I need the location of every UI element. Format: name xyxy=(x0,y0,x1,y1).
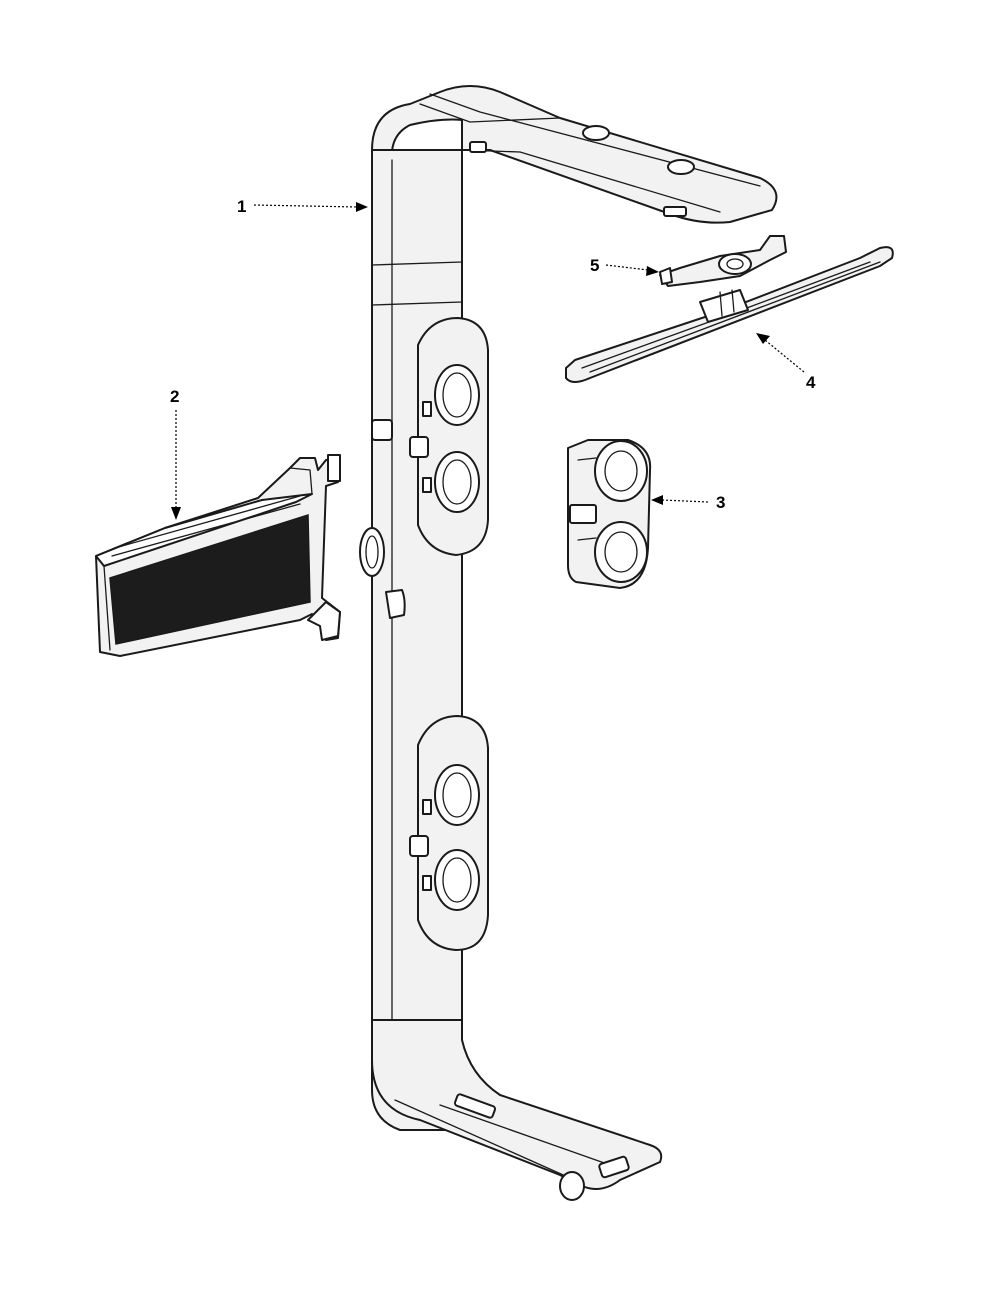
callout-1-label: 1 xyxy=(237,197,246,216)
callout-3-label: 3 xyxy=(716,493,725,512)
lower-spray-housing xyxy=(409,715,489,951)
part-2-filter-assembly[interactable] xyxy=(95,454,341,657)
callout-5: 5 xyxy=(590,256,659,276)
part-4-spray-arm[interactable] xyxy=(565,246,894,383)
part-3-nozzle-bracket[interactable] xyxy=(567,439,652,589)
callout-4: 4 xyxy=(756,333,816,392)
part-1-spray-manifold[interactable] xyxy=(359,85,778,1201)
callout-2-label: 2 xyxy=(170,387,179,406)
callout-5-label: 5 xyxy=(590,256,599,275)
part-5-spray-arm-clip[interactable] xyxy=(659,235,787,287)
callout-3: 3 xyxy=(651,493,725,512)
callout-4-label: 4 xyxy=(806,373,816,392)
upper-spray-housing xyxy=(409,317,489,556)
callout-1: 1 xyxy=(237,197,368,216)
callout-2: 2 xyxy=(170,387,181,520)
